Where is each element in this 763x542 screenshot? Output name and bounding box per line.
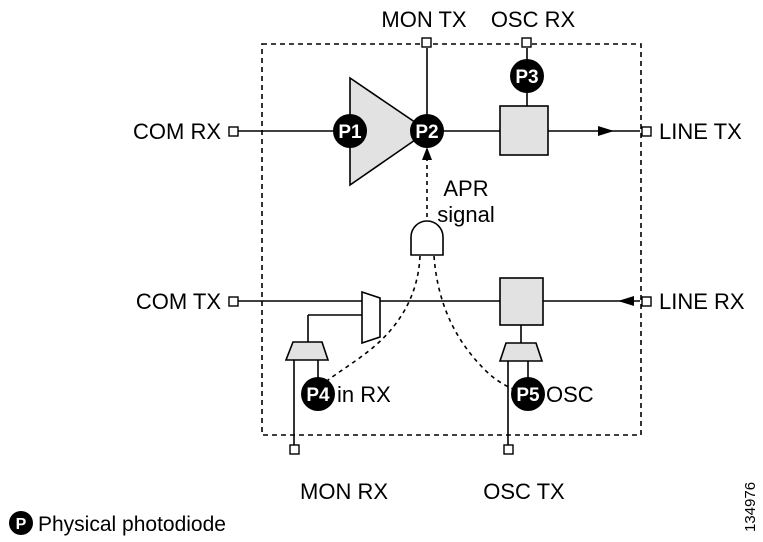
port-osc-tx bbox=[503, 444, 514, 455]
com-tx-label: COM TX bbox=[136, 289, 221, 314]
module-boundary bbox=[261, 43, 642, 436]
port-osc-rx bbox=[521, 37, 532, 48]
port-line-rx bbox=[641, 296, 652, 307]
legend-label: Physical photodiode bbox=[38, 513, 226, 536]
port-com-rx bbox=[228, 126, 239, 137]
mon-rx-label: MON RX bbox=[300, 479, 388, 504]
osc-tx-label: OSC TX bbox=[483, 479, 565, 504]
p3-label: P3 bbox=[515, 67, 538, 88]
line-rx-arrow bbox=[618, 296, 634, 306]
photodiode-p5: P5 bbox=[511, 377, 545, 411]
figure-number: 134976 bbox=[742, 482, 759, 532]
port-com-tx bbox=[228, 296, 239, 307]
legend: P Physical photodiode bbox=[9, 511, 226, 536]
osc-rx-label: OSC RX bbox=[491, 7, 576, 32]
splitter-osc-tx bbox=[498, 342, 544, 362]
photodiode-p2: P2 bbox=[410, 114, 444, 148]
line-tx-label: LINE TX bbox=[659, 119, 742, 144]
photodiode-p4: P4 bbox=[301, 377, 335, 411]
p5-side-label: OSC bbox=[546, 382, 594, 407]
p4-side-label: in RX bbox=[337, 382, 391, 407]
apr-arrow-head bbox=[422, 147, 432, 160]
legend-photodiode-icon bbox=[9, 511, 33, 535]
osc-filter-bottom bbox=[499, 277, 544, 326]
photodiode-p1: P1 bbox=[333, 114, 367, 148]
photodiode-p3: P3 bbox=[510, 59, 544, 93]
demux-coupler bbox=[361, 290, 381, 345]
apr-signal-label: signal bbox=[437, 202, 494, 227]
line-tx-arrow bbox=[598, 126, 614, 136]
p2-label: P2 bbox=[415, 122, 438, 143]
apr-label: APR bbox=[443, 176, 488, 201]
port-mon-rx bbox=[289, 444, 300, 455]
p5-label: P5 bbox=[516, 385, 540, 406]
mon-tx-label: MON TX bbox=[381, 7, 466, 32]
legend-symbol: P bbox=[16, 516, 27, 533]
com-rx-label: COM RX bbox=[133, 119, 221, 144]
and-gate bbox=[410, 220, 444, 256]
port-line-tx bbox=[641, 126, 652, 137]
p1-label: P1 bbox=[338, 122, 362, 143]
line-rx-label: LINE RX bbox=[659, 289, 745, 314]
osc-filter-top bbox=[499, 105, 549, 156]
port-mon-tx bbox=[421, 37, 432, 48]
splitter-mon-rx bbox=[284, 341, 330, 361]
p4-label: P4 bbox=[306, 385, 330, 406]
